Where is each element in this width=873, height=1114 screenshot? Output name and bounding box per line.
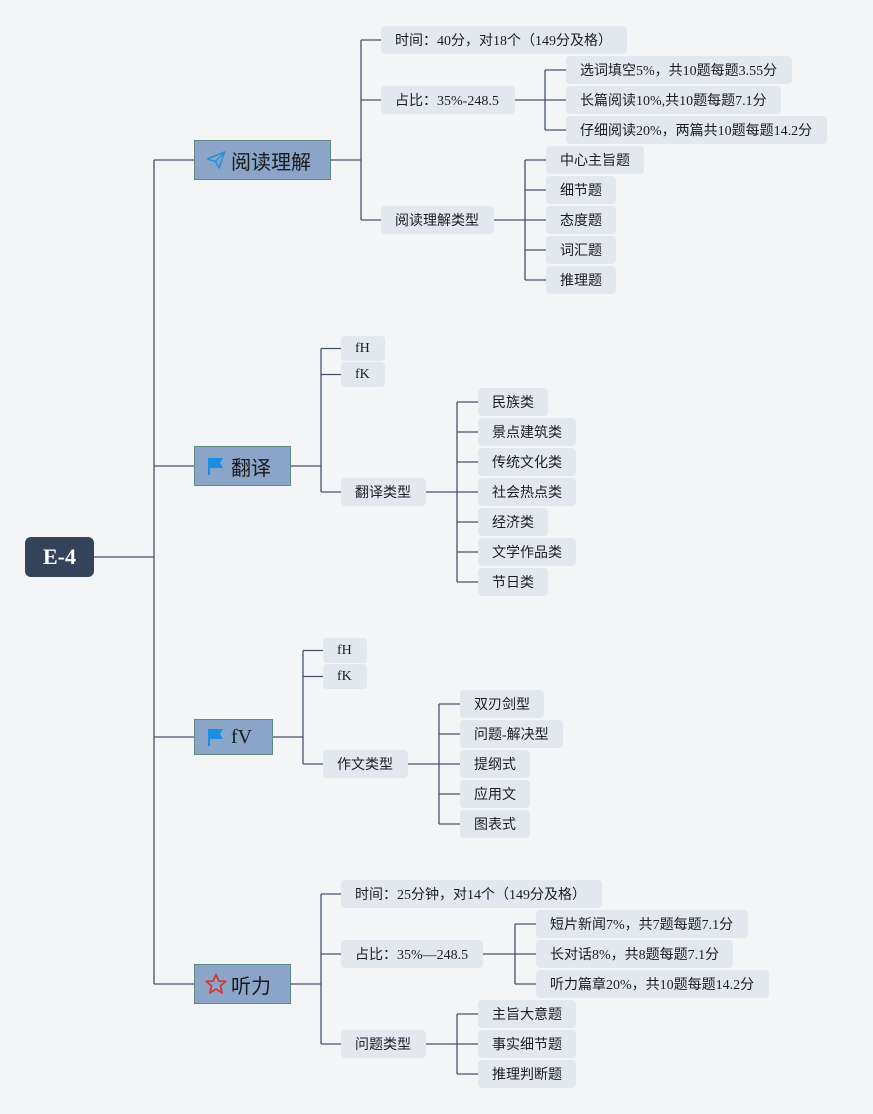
reading-types-item-0-label: 中心主旨题	[560, 154, 630, 169]
node-reading-types-label: 阅读理解类型	[395, 214, 479, 229]
reading-ratio-item-2-label: 仔细阅读20%，两篇共10题每题14.2分	[580, 124, 813, 139]
node-listening-ratio[interactable]: 占比：35%—248.5	[341, 940, 483, 968]
node-translation-fk[interactable]: fK	[341, 362, 385, 387]
reading-types-item-0[interactable]: 中心主旨题	[546, 146, 644, 174]
translation-types-item-2[interactable]: 传统文化类	[478, 448, 576, 476]
node-writing-types[interactable]: 作文类型	[323, 750, 408, 778]
branch-translation-label: 翻译	[231, 457, 271, 480]
translation-types-item-3-label: 社会热点类	[492, 486, 562, 501]
reading-types-item-3-label: 词汇题	[560, 244, 602, 259]
reading-ratio-item-1[interactable]: 长篇阅读10%,共10题每题7.1分	[566, 86, 781, 114]
listening-types-item-2-label: 推理判断题	[492, 1068, 562, 1083]
translation-types-item-4[interactable]: 经济类	[478, 508, 548, 536]
flag-icon	[205, 455, 227, 477]
reading-ratio-item-1-label: 长篇阅读10%,共10题每题7.1分	[580, 94, 767, 109]
listening-ratio-item-2[interactable]: 听力篇章20%，共10题每题14.2分	[536, 970, 769, 998]
writing-types-item-4[interactable]: 图表式	[460, 810, 530, 838]
listening-types-item-2[interactable]: 推理判断题	[478, 1060, 576, 1088]
writing-types-item-0-label: 双刃剑型	[474, 698, 530, 713]
writing-types-item-0[interactable]: 双刃剑型	[460, 690, 544, 718]
star-icon	[205, 973, 227, 995]
listening-ratio-item-0[interactable]: 短片新闻7%，共7题每题7.1分	[536, 910, 748, 938]
flag-icon	[205, 726, 227, 748]
paper-plane-icon	[205, 149, 227, 171]
writing-types-item-1[interactable]: 问题-解决型	[460, 720, 563, 748]
reading-ratio-item-0-label: 选词填空5%，共10题每题3.55分	[580, 64, 778, 79]
node-translation-types-label: 翻译类型	[355, 486, 411, 501]
translation-types-item-2-label: 传统文化类	[492, 456, 562, 471]
reading-types-item-1-label: 细节题	[560, 184, 602, 199]
node-writing-fk-label: fK	[337, 668, 352, 684]
listening-ratio-item-0-label: 短片新闻7%，共7题每题7.1分	[550, 918, 734, 933]
reading-ratio-item-0[interactable]: 选词填空5%，共10题每题3.55分	[566, 56, 792, 84]
listening-ratio-item-2-label: 听力篇章20%，共10题每题14.2分	[550, 978, 755, 993]
node-listening-time[interactable]: 时间：25分钟，对14个（149分及格）	[341, 880, 602, 908]
root-node[interactable]: E-4	[25, 537, 94, 577]
translation-types-item-0[interactable]: 民族类	[478, 388, 548, 416]
node-writing-types-label: 作文类型	[337, 758, 393, 773]
node-translation-fh-label: fH	[355, 340, 370, 356]
node-reading-time[interactable]: 时间：40分，对18个（149分及格）	[381, 26, 627, 54]
writing-types-item-3[interactable]: 应用文	[460, 780, 530, 808]
node-listening-types[interactable]: 问题类型	[341, 1030, 426, 1058]
writing-types-item-2[interactable]: 提纲式	[460, 750, 530, 778]
writing-types-item-2-label: 提纲式	[474, 758, 516, 773]
node-listening-types-label: 问题类型	[355, 1038, 411, 1053]
node-writing-fh-label: fH	[337, 642, 352, 658]
node-writing-fk[interactable]: fK	[323, 664, 367, 689]
branch-writing[interactable]: fV	[194, 719, 273, 755]
reading-types-item-2[interactable]: 态度题	[546, 206, 616, 234]
branch-translation[interactable]: 翻译	[194, 446, 291, 486]
reading-types-item-2-label: 态度题	[560, 214, 602, 229]
node-listening-time-label: 时间：25分钟，对14个（149分及格）	[355, 888, 586, 903]
node-reading-ratio-label: 占比：35%-248.5	[395, 94, 499, 109]
branch-listening-label: 听力	[231, 975, 271, 998]
translation-types-item-5-label: 文学作品类	[492, 546, 562, 561]
reading-types-item-3[interactable]: 词汇题	[546, 236, 616, 264]
node-reading-time-label: 时间：40分，对18个（149分及格）	[395, 34, 612, 49]
branch-reading-label: 阅读理解	[231, 151, 311, 174]
node-translation-fh[interactable]: fH	[341, 336, 385, 361]
reading-ratio-item-2[interactable]: 仔细阅读20%，两篇共10题每题14.2分	[566, 116, 827, 144]
translation-types-item-3[interactable]: 社会热点类	[478, 478, 576, 506]
listening-types-item-0[interactable]: 主旨大意题	[478, 1000, 576, 1028]
node-translation-types[interactable]: 翻译类型	[341, 478, 426, 506]
translation-types-item-4-label: 经济类	[492, 516, 534, 531]
branch-listening[interactable]: 听力	[194, 964, 291, 1004]
writing-types-item-1-label: 问题-解决型	[474, 728, 549, 743]
writing-types-item-4-label: 图表式	[474, 818, 516, 833]
translation-types-item-6-label: 节日类	[492, 576, 534, 591]
listening-ratio-item-1[interactable]: 长对话8%，共8题每题7.1分	[536, 940, 733, 968]
node-writing-fh[interactable]: fH	[323, 638, 367, 663]
reading-types-item-4-label: 推理题	[560, 274, 602, 289]
translation-types-item-5[interactable]: 文学作品类	[478, 538, 576, 566]
node-reading-ratio[interactable]: 占比：35%-248.5	[381, 86, 515, 114]
reading-types-item-4[interactable]: 推理题	[546, 266, 616, 294]
translation-types-item-0-label: 民族类	[492, 396, 534, 411]
translation-types-item-1-label: 景点建筑类	[492, 426, 562, 441]
node-translation-fk-label: fK	[355, 366, 370, 382]
listening-types-item-1[interactable]: 事实细节题	[478, 1030, 576, 1058]
root-node-label: E-4	[43, 544, 76, 569]
branch-writing-label: fV	[231, 725, 253, 748]
writing-types-item-3-label: 应用文	[474, 788, 516, 803]
translation-types-item-6[interactable]: 节日类	[478, 568, 548, 596]
reading-types-item-1[interactable]: 细节题	[546, 176, 616, 204]
listening-ratio-item-1-label: 长对话8%，共8题每题7.1分	[550, 948, 720, 963]
listening-types-item-1-label: 事实细节题	[492, 1038, 562, 1053]
listening-types-item-0-label: 主旨大意题	[492, 1008, 562, 1023]
branch-reading[interactable]: 阅读理解	[194, 140, 331, 180]
node-reading-types[interactable]: 阅读理解类型	[381, 206, 494, 234]
translation-types-item-1[interactable]: 景点建筑类	[478, 418, 576, 446]
node-listening-ratio-label: 占比：35%—248.5	[355, 948, 469, 963]
